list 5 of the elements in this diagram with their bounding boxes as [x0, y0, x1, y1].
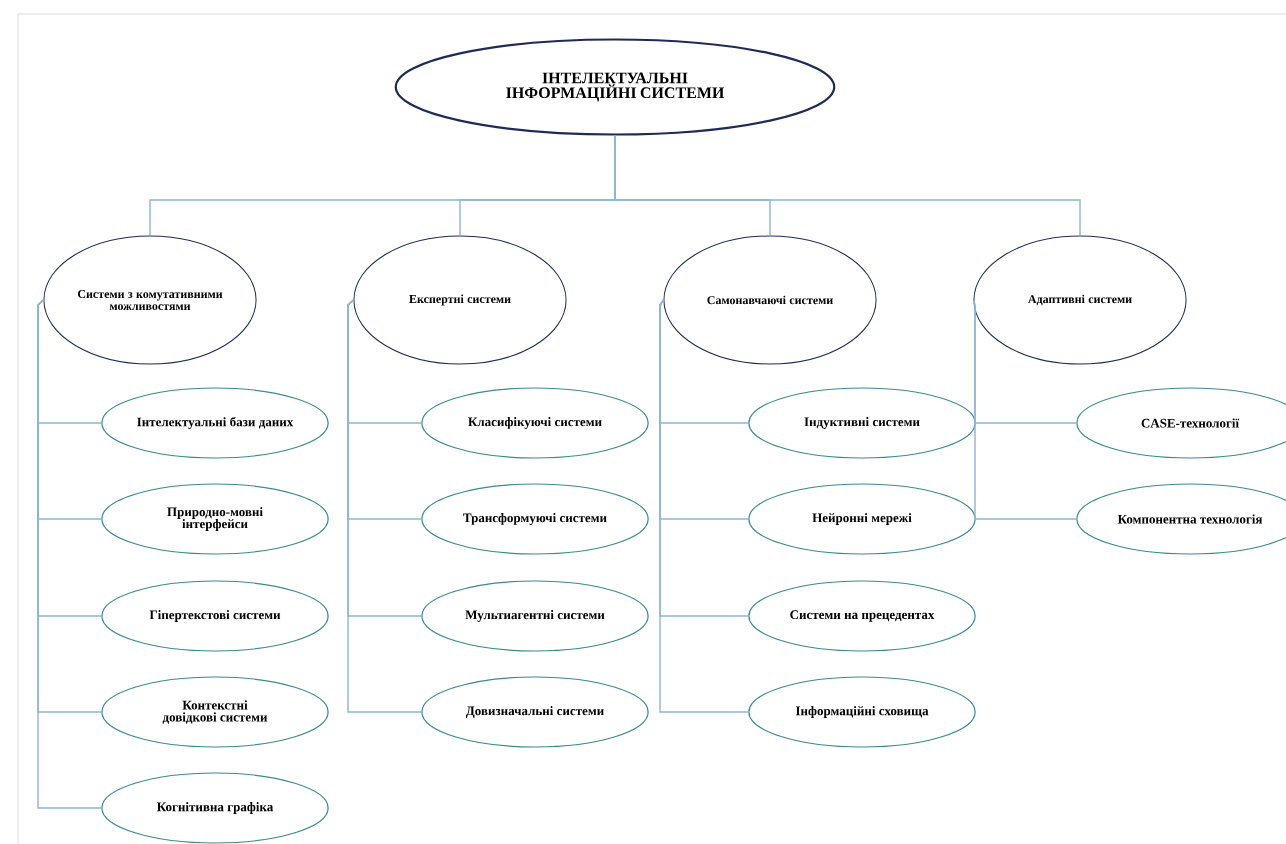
connector-line — [37, 299, 102, 809]
connector-line — [347, 299, 422, 713]
connector-line — [614, 134, 1081, 237]
connector-line — [972, 299, 1077, 520]
connector-line — [659, 299, 749, 713]
